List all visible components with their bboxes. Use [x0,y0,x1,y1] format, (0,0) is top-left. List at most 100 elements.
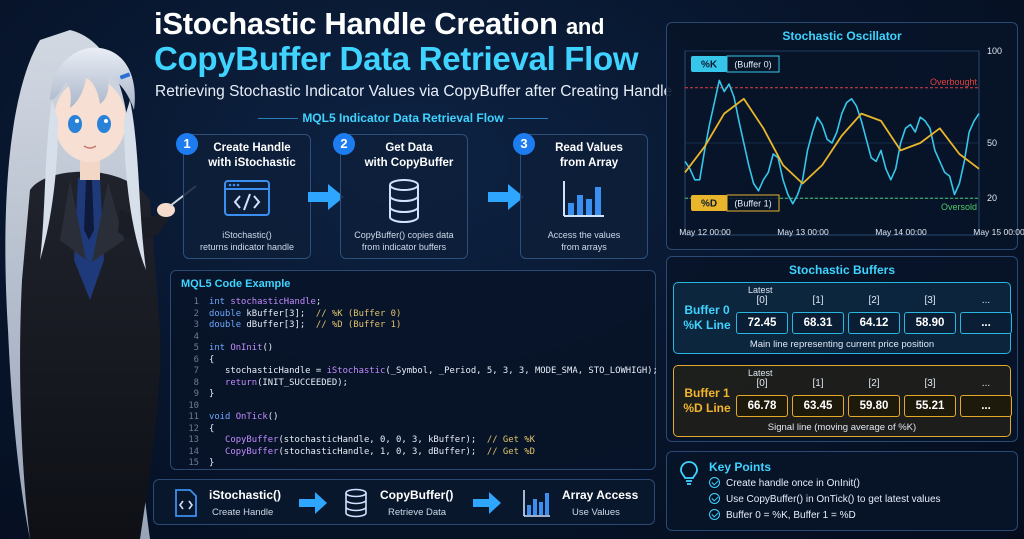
code-token: OnTick [235,412,268,422]
buffer0-name: Buffer 0%K Line [683,303,731,332]
summary-step-title: CopyBuffer() [380,488,454,502]
anime-character-illustration [5,30,197,539]
buffer1-note: Signal line (moving average of %K) [767,422,917,433]
buffer1-value: 55.21 [904,395,956,417]
code-line: 7 stochasticHandle = iStochastic(_Symbol… [183,366,658,378]
legend-label: (Buffer 1) [734,199,771,209]
code-token: stochasticHandle = [209,366,327,376]
flow-step-description: iStochastic()returns indicator handle [199,230,295,252]
code-token: } [209,458,215,468]
code-line: 6{ [183,355,658,367]
code-token: OnInit [230,343,263,353]
code-token: // Get %D [486,446,535,457]
legend-name: %K [701,60,718,71]
code-line: 13 CopyBuffer(stochasticHandle, 0, 0, 3,… [183,435,658,447]
code-token: CopyBuffer [225,435,279,445]
code-token: { [209,423,215,434]
buffer1-value: 66.78 [736,395,788,417]
code-token: () [262,343,274,353]
key-point-item: Create handle once in OnInit() [709,477,860,489]
key-points-title: Key Points [709,460,772,474]
code-token: return [225,377,258,388]
flow-arrow-icon [308,184,344,210]
y-tick-label: 20 [987,193,997,203]
buffer1-name: Buffer 1%D Line [683,386,731,415]
key-point-item: Buffer 0 = %K, Buffer 1 = %D [709,509,856,521]
code-heading: MQL5 Code Example [181,278,291,290]
k-line [684,79,980,205]
code-token: double [209,320,247,330]
summary-flow-bar: iStochastic() Create Handle CopyBuffer()… [153,479,655,525]
code-line: 15} [183,458,658,470]
flow-heading: MQL5 Indicator Data Retrieval Flow [258,111,548,125]
summary-step-subtitle: Use Values [572,507,620,518]
latest-label: Latest [748,368,773,378]
buffer-index: ... [981,295,991,306]
summary-arrow-icon [299,492,327,514]
code-token: // %K (Buffer 0) [315,308,402,319]
code-token: { [209,354,215,365]
database-icon [345,488,367,518]
lightbulb-icon [680,461,698,485]
legend-name: %D [701,199,717,210]
step-number-badge: 3 [513,133,535,155]
buffer1-value: ... [960,395,1012,417]
page-title: iStochastic Handle Creation and [154,6,605,41]
flow-arrow-icon [488,184,524,210]
x-tick-label: May 14 00:00 [875,227,927,237]
code-token [209,378,225,388]
code-token: () [267,412,279,422]
code-token: (INIT_SUCCEEDED); [257,377,348,388]
summary-step-array-access: Array Access Use Values [522,486,642,520]
line-number: 7 [193,366,199,376]
code-line: 8 return(INIT_SUCCEEDED); [183,378,658,390]
buffer-index: [0] [756,378,768,389]
code-token: // Get %K [486,435,535,445]
line-number: 8 [193,377,199,388]
buffer-index: [2] [868,295,880,306]
code-token [209,447,225,457]
line-number: 13 [188,435,199,445]
page-title-line2: CopyBuffer Data Retrieval Flow [154,40,639,77]
buffer0-value: 58.90 [904,312,956,334]
page-title-conjunction: and [565,14,605,39]
chart-title: Stochastic Oscillator [782,29,902,43]
key-points-panel: Key Points Create handle once in OnInit(… [666,451,1018,531]
y-tick-label: 50 [987,138,997,148]
buffer0-value: 72.45 [736,312,788,334]
code-token: int [209,297,231,307]
buffers-title: Stochastic Buffers [788,263,896,277]
code-token: double [209,308,247,319]
step-number-badge: 1 [176,133,198,155]
latest-label: Latest [748,285,773,295]
bar-chart-icon [563,181,604,217]
legend-label-box [726,55,780,73]
stochastic-buffers-panel: Stochastic Buffers Buffer 0%K Line Lates… [666,256,1018,442]
buffer-index: ... [981,378,991,389]
summary-step-title: Array Access [562,488,639,502]
line-number: 12 [188,423,199,434]
buffer0-row: Buffer 0%K Line Latest [0] [1] [2] [3] .… [673,282,1012,354]
line-number: 2 [193,308,199,319]
code-token: (stochasticHandle, 1, 0, 3, dBuffer); [278,446,487,457]
code-line: 4 [183,332,658,344]
code-token: int [209,343,231,353]
check-circle-icon [709,493,720,504]
buffer0-value: ... [960,312,1012,334]
code-token [209,435,225,445]
legend-swatch [691,195,727,211]
code-file-icon [175,489,197,517]
d-line [684,97,980,185]
page-subtitle: Retrieving Stochastic Indicator Values v… [155,83,673,100]
